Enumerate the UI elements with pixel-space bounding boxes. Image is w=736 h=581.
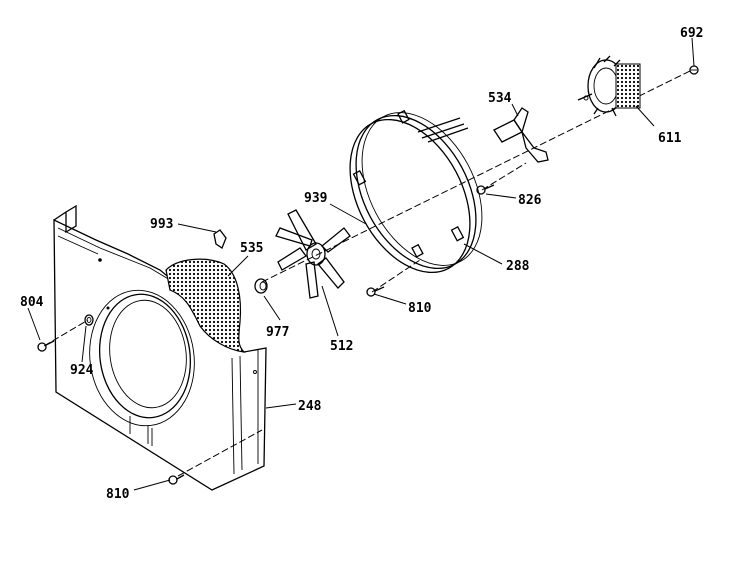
screw-804 bbox=[37, 340, 55, 352]
mesh-screen-535 bbox=[165, 258, 246, 353]
part-label-924: 924 bbox=[70, 363, 94, 378]
part-label-810-bottom: 810 bbox=[106, 487, 130, 502]
part-label-288: 288 bbox=[506, 259, 530, 274]
nut-977 bbox=[254, 278, 268, 294]
part-label-977: 977 bbox=[266, 325, 289, 340]
part-label-993: 993 bbox=[150, 217, 173, 232]
motor-611 bbox=[577, 55, 641, 117]
fan-blade-512 bbox=[275, 209, 351, 299]
screw-826 bbox=[476, 184, 495, 195]
screw-810-top bbox=[366, 286, 385, 297]
part-label-611: 611 bbox=[658, 131, 682, 146]
screw-axis-804 bbox=[43, 319, 89, 347]
part-label-535: 535 bbox=[240, 241, 263, 256]
screw-axis-810-bottom bbox=[177, 429, 263, 477]
part-label-692: 692 bbox=[680, 26, 703, 41]
part-label-939: 939 bbox=[304, 191, 327, 206]
screw-810-bottom bbox=[168, 474, 185, 485]
part-label-512: 512 bbox=[330, 339, 353, 354]
part-label-810-top: 810 bbox=[408, 301, 432, 316]
screw-axis-826 bbox=[481, 162, 527, 191]
clip-993 bbox=[213, 229, 227, 249]
part-label-534: 534 bbox=[488, 91, 512, 106]
screw-692 bbox=[689, 65, 699, 75]
bracket-534 bbox=[493, 107, 549, 163]
part-label-804: 804 bbox=[20, 295, 44, 310]
heating-ring-288 bbox=[349, 109, 483, 274]
part-label-826: 826 bbox=[518, 193, 542, 208]
leader-lines bbox=[27, 37, 695, 491]
screw-axis-810-top bbox=[371, 259, 421, 293]
part-label-248: 248 bbox=[298, 399, 322, 414]
washer-924 bbox=[84, 314, 94, 326]
